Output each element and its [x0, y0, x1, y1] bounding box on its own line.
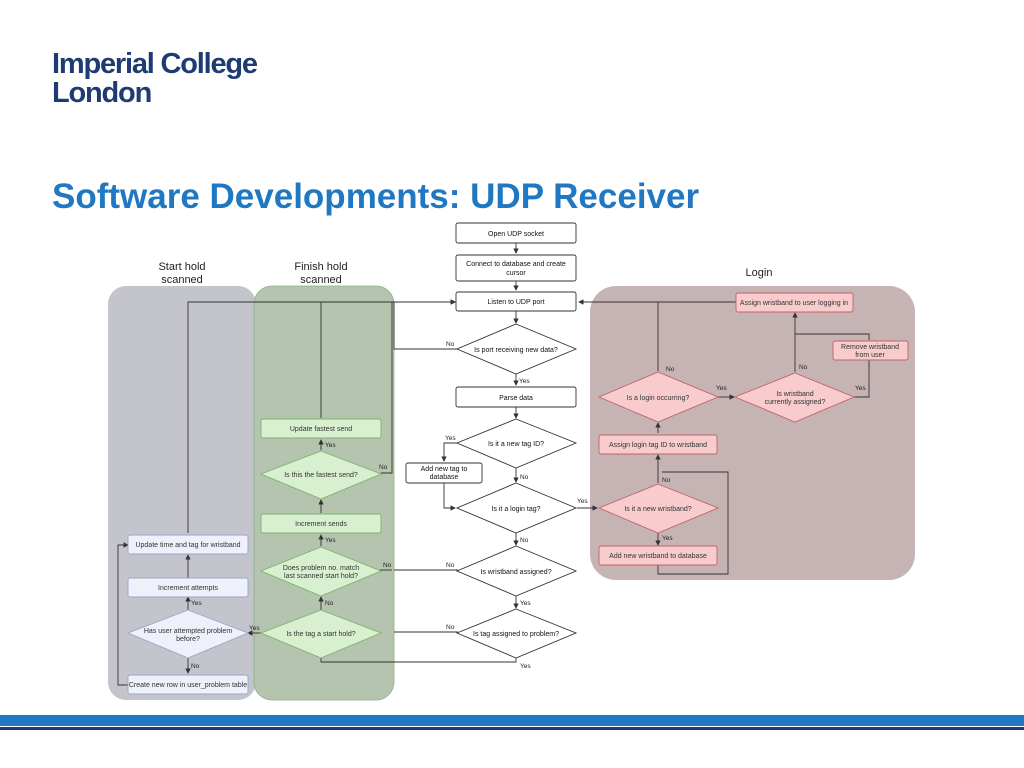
node-parse-data-label: Parse data [499, 395, 533, 402]
start-hold-column: Update time and tag for wristband Increm… [126, 534, 250, 695]
node-update-fastest-label: Update fastest send [290, 426, 352, 433]
edge-label-no: No [379, 464, 388, 471]
node-is-fastest [259, 450, 383, 500]
edge-label-no: No [446, 341, 455, 348]
node-listen-udp-label: Listen to UDP port [487, 299, 544, 306]
finish-hold-column: Update fastest send Is this the fastest … [259, 418, 383, 659]
node-port-receiving [455, 323, 578, 375]
edge-label-yes: Yes [325, 537, 336, 544]
logo-line-1: Imperial College [52, 48, 258, 80]
node-remove-wristband [832, 340, 909, 361]
slide-title: Software Developments: UDP Receiver [52, 177, 700, 216]
lane-login [590, 286, 915, 580]
edge-label-no: No [799, 364, 808, 371]
footer-bar-blue [0, 715, 1024, 726]
node-is-start-hold [259, 609, 383, 659]
node-port-receiving-label: Is port receiving new data? [474, 347, 558, 354]
node-create-row [127, 674, 249, 695]
node-increment-sends-label: Increment sends [295, 521, 347, 528]
node-add-new-wristband-label: Add new wristband to database [609, 553, 707, 560]
node-create-row-label: Create new row in user_problem table [129, 682, 247, 689]
node-tag-assigned-problem [455, 608, 578, 659]
node-listen-udp [455, 291, 577, 312]
node-add-new-wristband [598, 545, 718, 566]
node-update-time-tag-label: Update time and tag for wristband [135, 542, 240, 549]
edge-label-yes: Yes [716, 385, 727, 392]
node-new-tag-id-label: Is it a new tag ID? [488, 441, 544, 448]
edge-label-no: No [520, 474, 529, 481]
node-open-udp [455, 222, 577, 244]
node-update-fastest [260, 418, 382, 439]
edge-label-yes: Yes [520, 663, 531, 670]
edge-label-yes: Yes [520, 600, 531, 607]
node-login-tag-label: Is it a login tag? [491, 506, 540, 513]
edge-label-yes: Yes [577, 498, 588, 505]
edge-label-no: No [325, 600, 334, 607]
edge-label-yes: Yes [855, 385, 866, 392]
node-new-tag-id [455, 418, 578, 469]
login-column: Assign wristband to user logging in Remo… [597, 292, 909, 566]
node-wristband-assigned-label: Is wristband assigned? [480, 569, 551, 576]
node-increment-sends [260, 513, 382, 534]
edge-label-no: No [520, 537, 529, 544]
edge-label-yes: Yes [662, 535, 673, 542]
node-increment-attempts-label: Increment attempts [158, 585, 218, 592]
node-is-start-hold-label: Is the tag a start hold? [286, 631, 355, 638]
logo-line-2: London [52, 77, 152, 109]
node-is-fastest-label: Is this the fastest send? [284, 472, 358, 479]
edge-label-no: No [383, 562, 392, 569]
node-assign-login-tag-label: Assign login tag ID to wristband [609, 442, 707, 449]
lane-label-login: Login [746, 267, 773, 279]
node-add-new-tag [405, 462, 483, 484]
edge-label-no: No [191, 663, 200, 670]
node-update-time-tag [127, 534, 249, 555]
node-increment-attempts [127, 577, 249, 598]
imperial-logo: Imperial College London [52, 48, 258, 109]
node-login-occurring-label: Is a login occurring? [627, 395, 690, 402]
edge-label-no: No [666, 366, 675, 373]
node-assign-wristband-user-label: Assign wristband to user logging in [740, 300, 848, 307]
edge-label-yes: Yes [191, 600, 202, 607]
edge-label-yes: Yes [325, 442, 336, 449]
node-is-new-wristband [597, 483, 720, 534]
edge-label-yes: Yes [445, 435, 456, 442]
edge-labels: No Yes Yes No Yes No No Yes No Yes Yes N… [191, 341, 866, 670]
main-column: Open UDP socket Connect to database and … [405, 222, 578, 659]
node-wristband-currently [733, 372, 856, 423]
node-wristband-assigned [455, 545, 578, 597]
node-problem-match [259, 546, 383, 597]
edge-label-yes: Yes [249, 625, 260, 632]
edge-label-yes: Yes [519, 378, 530, 385]
node-connect-db [455, 254, 577, 282]
footer-bar-navy [0, 727, 1024, 730]
node-login-tag [455, 482, 578, 534]
node-assign-wristband-user [735, 292, 854, 313]
node-open-udp-label: Open UDP socket [488, 231, 544, 238]
node-login-occurring [597, 371, 720, 423]
node-assign-login-tag [598, 434, 718, 455]
node-user-attempted [126, 609, 250, 659]
edge-label-no: No [446, 624, 455, 631]
edge-label-no: No [662, 477, 671, 484]
node-tag-assigned-problem-label: Is tag assigned to problem? [473, 631, 559, 638]
node-parse-data [455, 386, 577, 408]
node-is-new-wristband-label: Is it a new wristband? [624, 506, 691, 513]
edge-label-no: No [446, 562, 455, 569]
